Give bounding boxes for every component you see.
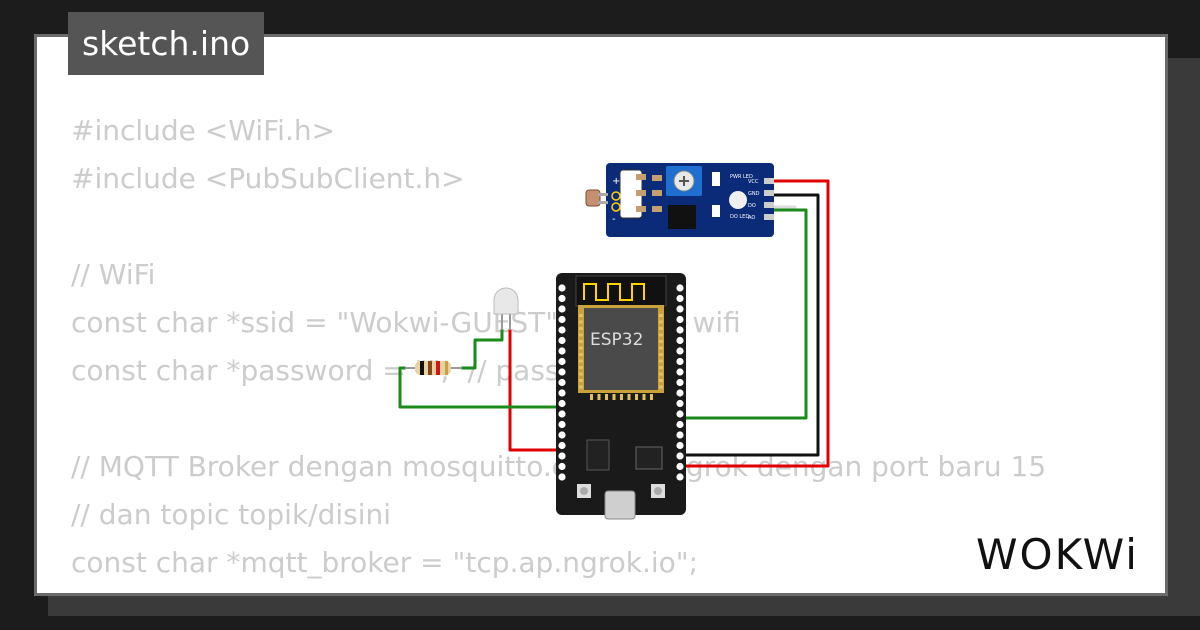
- esp32-pin[interactable]: [558, 410, 566, 418]
- led-component: [493, 287, 519, 330]
- wire-red-led: [508, 328, 562, 452]
- file-tab-label: sketch.ino: [82, 24, 251, 63]
- esp32-pin[interactable]: [676, 357, 684, 366]
- comparator-chip: [668, 205, 696, 229]
- ldr-pin[interactable]: [764, 190, 774, 196]
- esp32-pin[interactable]: [558, 336, 566, 345]
- esp32-pin[interactable]: [558, 347, 566, 355]
- ldr-pin[interactable]: [764, 178, 774, 184]
- esp32-pin[interactable]: [676, 431, 684, 439]
- wire-green-resistor: [398, 366, 562, 409]
- esp32-pin[interactable]: [676, 389, 684, 397]
- esp32-label: ESP32: [590, 330, 643, 350]
- esp32-pin[interactable]: [558, 389, 566, 397]
- esp32-pin[interactable]: [558, 399, 566, 408]
- esp32-pin[interactable]: [558, 473, 566, 481]
- pwr-led-label: PWR LED: [730, 174, 753, 180]
- esp32-pin[interactable]: [676, 336, 684, 345]
- plus-label: +: [612, 176, 620, 187]
- regulator: [586, 439, 610, 471]
- esp32-pin[interactable]: [676, 326, 684, 334]
- ldr-pin-label: DO: [748, 203, 756, 209]
- minus-label: -: [612, 214, 616, 225]
- esp32-pin[interactable]: [558, 326, 566, 334]
- esp32-pin[interactable]: [558, 284, 566, 292]
- esp32-pin[interactable]: [558, 441, 566, 450]
- code-line: #include <WiFi.h>: [71, 114, 336, 147]
- ldr-pin[interactable]: [764, 214, 774, 220]
- wire-green-ao: [681, 208, 808, 420]
- esp32-pin[interactable]: [558, 315, 566, 324]
- esp32-module: [584, 308, 658, 390]
- ldr-pin[interactable]: [764, 202, 774, 208]
- ldr-pin-label: AO: [748, 215, 755, 221]
- esp32-pin[interactable]: [558, 452, 566, 460]
- esp32-pin[interactable]: [676, 368, 684, 376]
- esp32-pin[interactable]: [558, 378, 566, 387]
- esp32-pin[interactable]: [676, 410, 684, 418]
- wire-red-vcc: [681, 179, 830, 468]
- esp32-board: ESP32: [556, 273, 686, 520]
- esp32-pin[interactable]: [676, 399, 684, 408]
- esp32-pin[interactable]: [676, 305, 684, 313]
- esp32-pin[interactable]: [558, 294, 566, 303]
- led-bulb-icon: [493, 287, 519, 315]
- wire-green-led: [460, 328, 504, 370]
- esp32-pin[interactable]: [676, 284, 684, 292]
- usb-port-icon: [604, 490, 636, 520]
- esp32-pin[interactable]: [558, 368, 566, 376]
- wokwi-logo-text: WOKWi: [976, 530, 1139, 579]
- code-line: // dan topic topik/disini: [71, 498, 392, 531]
- esp32-pin[interactable]: [558, 431, 566, 439]
- esp32-pin[interactable]: [558, 420, 566, 429]
- esp32-pin[interactable]: [676, 378, 684, 387]
- photoresistor-icon: [585, 189, 601, 207]
- esp32-pin[interactable]: [558, 305, 566, 313]
- wokwi-logo: WOKWi: [976, 530, 1139, 579]
- esp32-pin[interactable]: [676, 315, 684, 324]
- code-line: #include <PubSubClient.h>: [71, 162, 465, 195]
- ldr-pin-label: VCC: [748, 179, 759, 185]
- wire-black-gnd: [681, 193, 820, 457]
- esp32-pin[interactable]: [558, 357, 566, 366]
- esp32-pin[interactable]: [558, 462, 566, 471]
- esp32-pin[interactable]: [676, 462, 684, 471]
- ldr-sensor-module: + - PWR LED DO LED VCC GND DO AO: [585, 163, 774, 237]
- esp32-pin[interactable]: [676, 473, 684, 481]
- ldr-pin-label: GND: [748, 191, 760, 197]
- esp32-pin[interactable]: [676, 441, 684, 450]
- ldr-pcb: [606, 163, 774, 237]
- usb-uart-chip: [635, 446, 663, 470]
- code-line: const char *mqtt_broker = "tcp.ap.ngrok.…: [71, 546, 699, 579]
- do-led-label: DO LED: [730, 214, 749, 220]
- led-indicator-icon: [729, 191, 747, 209]
- esp32-pin[interactable]: [676, 294, 684, 303]
- code-line: // WiFi: [71, 258, 156, 291]
- esp32-pin[interactable]: [676, 420, 684, 429]
- resistor-component: [405, 361, 462, 375]
- esp32-pin[interactable]: [676, 452, 684, 460]
- esp32-pin[interactable]: [676, 347, 684, 355]
- file-tab[interactable]: sketch.ino: [68, 12, 265, 75]
